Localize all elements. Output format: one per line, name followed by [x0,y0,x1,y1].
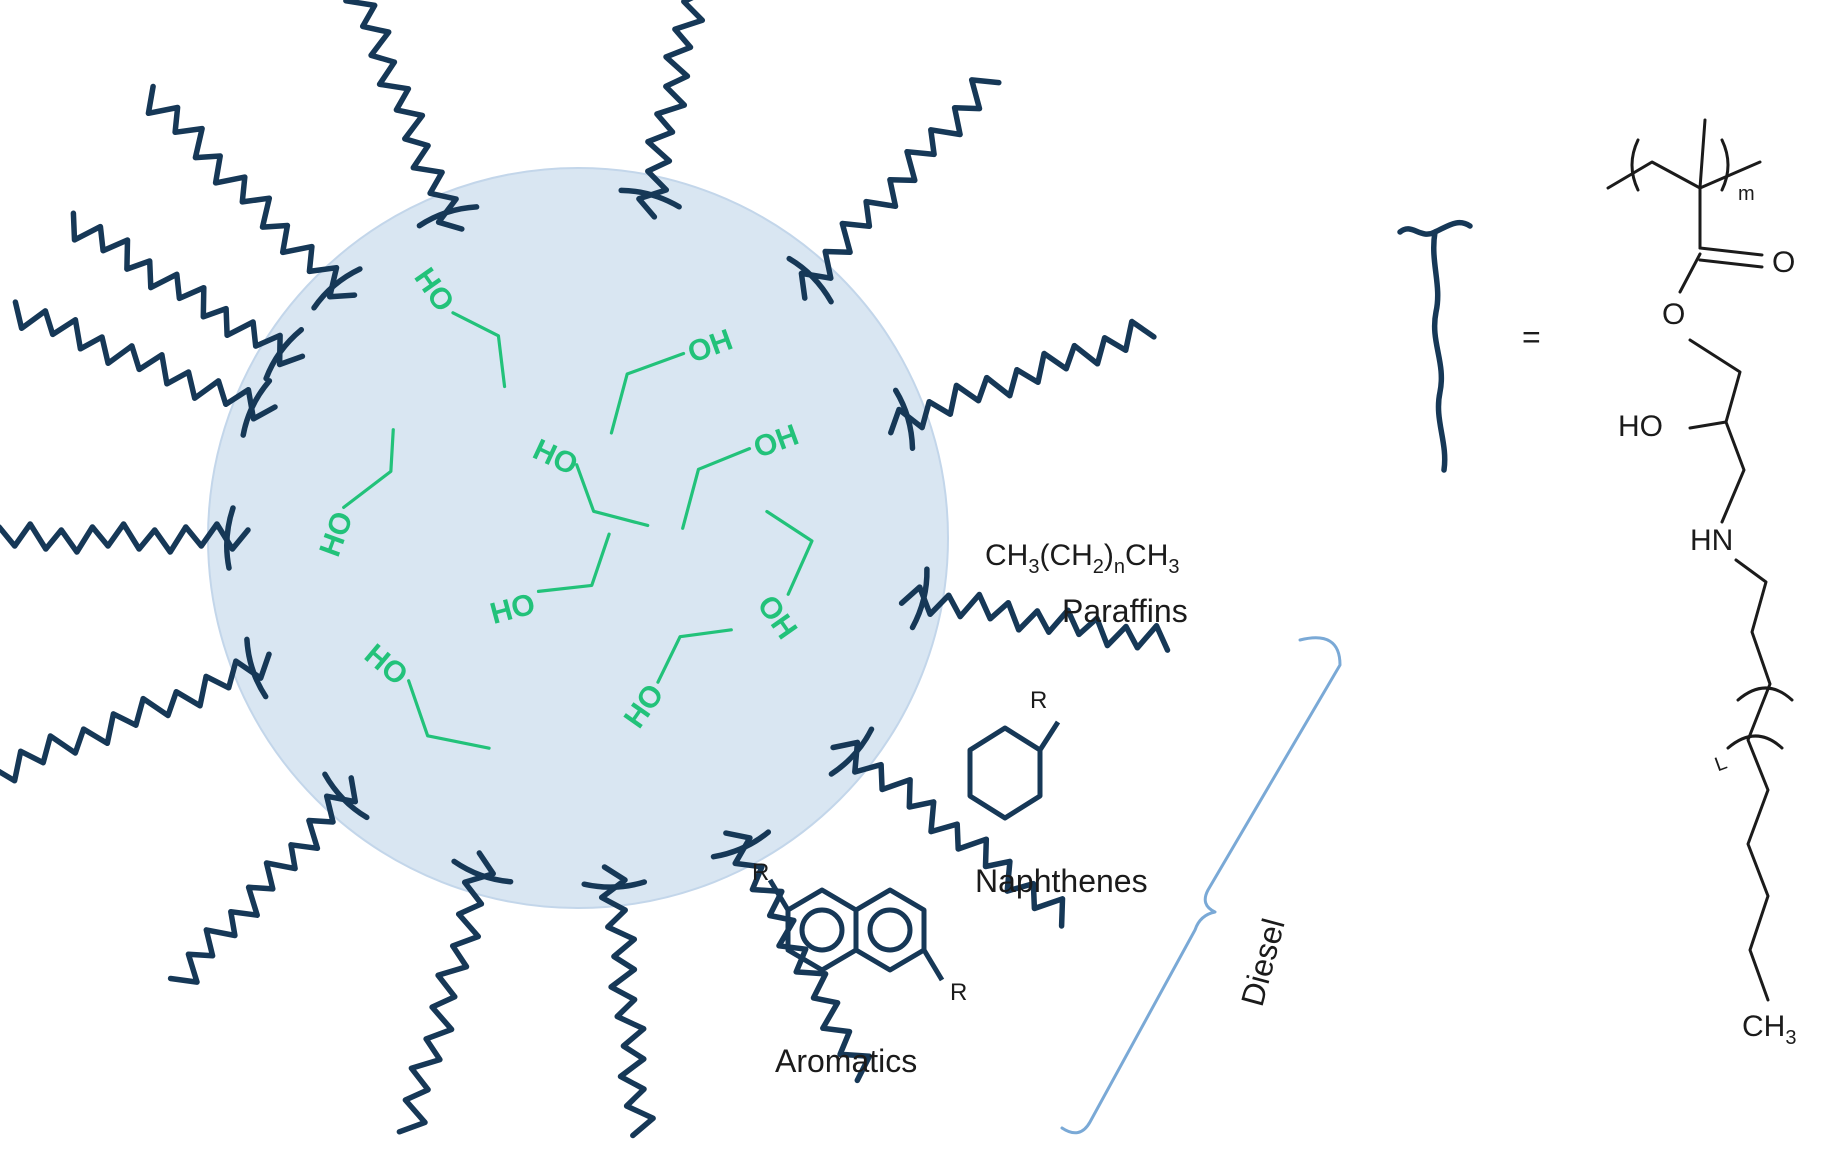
naphthene-r: R [1030,687,1047,714]
polymer-chain [798,77,1002,301]
polymer-chain [167,775,359,985]
ethanol-bonds [407,679,491,750]
cyclohexane-ring [967,725,1043,821]
polymer-chain [70,210,306,368]
polymer-chain-branch [240,378,273,438]
polymer-chain [830,739,1066,929]
aromatic-r-bond-bottom [921,948,945,982]
ethanol-bonds [765,509,814,596]
ethanol-bonds [609,351,686,435]
polymer-chain-branch [224,505,236,571]
equals-sign: = [1522,319,1541,355]
polymer-chain [12,299,278,422]
hydroxyl-label: HO [1618,410,1663,443]
repeat-bracket-bottom [1726,734,1784,750]
polymer-chain [343,0,465,232]
polymer-chain [0,651,272,784]
polymer-chain [723,830,873,1084]
ester-bond [1678,252,1702,294]
polymer-chain-branch [892,387,916,451]
paraffins-formula: CH3(CH2)nCH3 [985,539,1180,578]
ethanol-bonds [681,447,752,530]
methyl-bond [1698,118,1707,190]
aromatic-circle-left [799,907,845,953]
polymer-chain-branch [263,326,305,382]
polymer-chain [0,521,251,555]
naphthalene-ring-right [853,887,927,973]
aromatic-r-bottom: R [950,979,967,1006]
polymer-chains [0,0,1171,1139]
polymer-chain-branch [828,726,875,777]
polymer-chain [396,850,496,1135]
carbonyl-double-2 [1698,258,1764,269]
polymer-chain-branch [786,255,834,305]
backbone [1606,160,1762,190]
polymer-chain-branch [311,266,363,311]
paraffins-label: Paraffins [1062,593,1188,629]
polymer-chain-branch [322,771,370,821]
subscript-m: m [1738,183,1755,205]
aromatic-ring: R R [752,859,967,1006]
aromatic-circle-right [867,907,913,953]
repeat-l: L [1712,752,1730,776]
legend-chain-branch [1397,219,1473,237]
terminal-ch3: CH3 [1742,1010,1796,1049]
polymer-chain [898,584,1171,653]
polymer-chain [888,318,1157,436]
naphthene-ring: R [967,687,1061,821]
diesel-brace [1060,636,1342,1135]
legend-chain [1397,219,1473,473]
ethanol-bonds [536,532,611,594]
legend-chain-backbone [1431,229,1448,473]
ester-o: O [1662,298,1685,331]
repeat-bracket-top [1736,686,1794,702]
polymer-chain-branch [416,204,480,229]
amine-label: HN [1690,524,1733,557]
hydroxyl-bond [1688,420,1728,430]
polymer-chain-branch [710,829,772,860]
polymer-chain [636,0,706,220]
bracket-right [1720,138,1730,192]
polymer-chain [598,864,656,1139]
aromatics-label: Aromatics [775,1043,917,1079]
aromatic-r-top: R [752,859,769,886]
ethanol-bonds [342,428,395,510]
ethanol-bonds [451,311,507,389]
polymer-chain-branch [244,636,269,700]
polymer-chain-branch [581,879,648,890]
aromatic-r-bond-top [767,878,791,912]
naphthalene-ring-left [785,887,859,973]
diesel-label: Diesel [1234,915,1292,1010]
naphthene-r-bond [1037,720,1061,752]
monomer-structure: m O O HO HN L CH3 [1606,118,1796,1049]
ethanol-bonds [575,463,650,528]
polymer-chain-branch [909,566,930,631]
naphthenes-label: Naphthenes [975,863,1148,899]
carbonyl-double-1 [1698,246,1764,257]
carbonyl-o: O [1772,246,1795,279]
bracket-left [1630,138,1640,192]
alkyl-chain [1734,558,1772,1002]
ethanol-bonds [656,628,733,684]
polymer-chain-branch [451,858,514,885]
polymer-chain [145,83,358,300]
polymer-chain-branch [618,187,682,210]
glycidyl-chain [1688,338,1746,524]
